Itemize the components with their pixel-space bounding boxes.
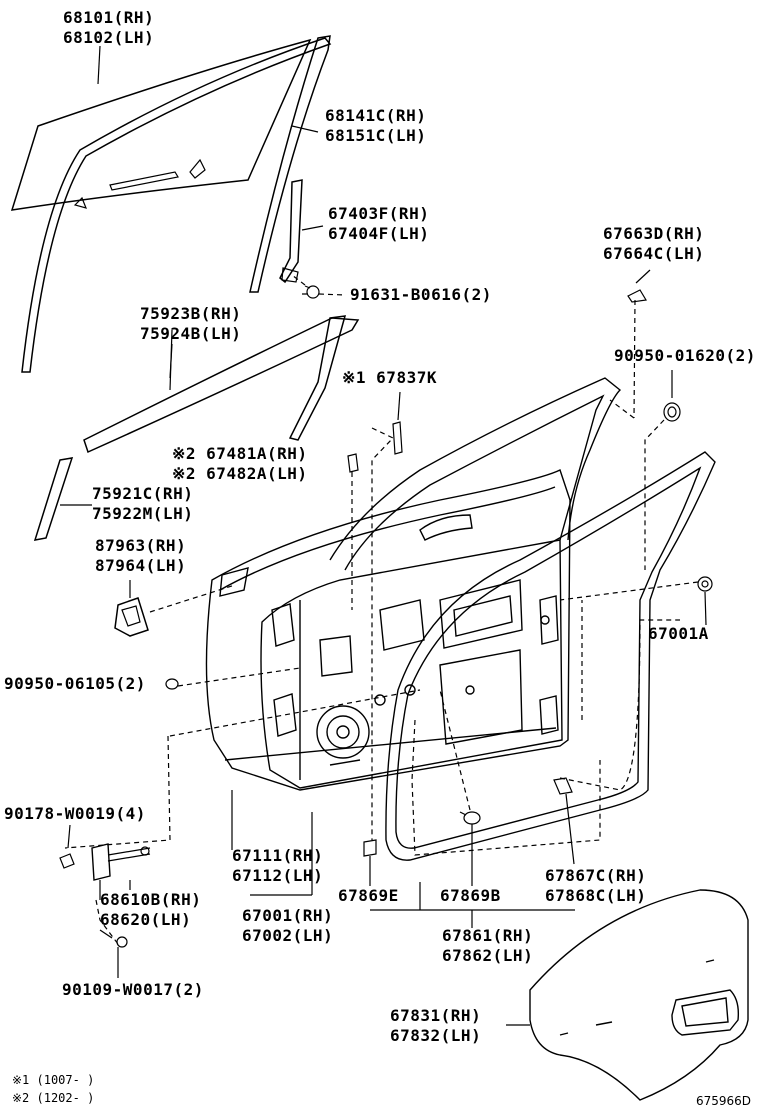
callout-seal-67481a-rh: ※2 67481A(RH) [172,444,308,463]
callout-check-lh: 68620(LH) [100,910,192,929]
clip-67869e-drawing [363,839,377,886]
callout-bolt-90109: 90109-W0017(2) [62,980,204,999]
protector-drawing [627,269,651,419]
bolt-90109-drawing [99,929,128,978]
callout-retainer-rh: 67867C(RH) [545,866,647,885]
callout-panel-sub-rh: 67111(RH) [232,846,324,865]
seal-67837k-drawing [371,391,403,840]
footnote-2: ※2 (1202- ) [12,1091,95,1105]
callout-run-channel-rh: 68141C(RH) [325,106,427,125]
callout-protector-lh: 67664C(LH) [603,244,705,263]
callout-check-rh: 68610B(RH) [100,890,202,909]
door-check-drawing [91,843,151,945]
callout-rear-channel-rh: 67403F(RH) [328,204,430,223]
hole-plug-drawing [609,370,681,570]
callout-frame-moulding-rh: 75923B(RH) [140,304,242,323]
callout-hole-plug: 90950-01620(2) [614,346,756,365]
seal-67481a-drawing [347,453,359,610]
callout-run-channel-lh: 68151C(LH) [325,126,427,145]
retainer-67867c-drawing [553,777,575,865]
callout-screw-91631: 91631-B0616(2) [350,285,492,304]
service-hole-cover-drawing [529,889,749,1101]
callout-belt-moulding-rh: 75921C(RH) [92,484,194,503]
door-panel-drawing [205,377,622,791]
clip-67869b-drawing [459,811,481,886]
callout-seal-67837k: ※1 67837K [342,368,437,387]
callout-service-cover-rh: 67831(RH) [390,1006,482,1025]
callout-glass-lh: 68102(LH) [63,28,155,47]
callout-bolt-90178: 90178-W0019(4) [4,804,146,823]
figure-id: 675966D [696,1094,752,1108]
callout-panel-assy-rh: 67001(RH) [242,906,334,925]
callout-weatherstrip-lh: 67862(LH) [442,946,534,965]
callout-mirror-cover-rh: 87963(RH) [95,536,187,555]
callout-service-cover-lh: 67832(LH) [390,1026,482,1045]
callout-panel-sub-lh: 67112(LH) [232,866,324,885]
footnote-1: ※1 (1007- ) [12,1073,95,1087]
callout-trim-clip: 90950-06105(2) [4,674,146,693]
callout-frame-moulding-lh: 75924B(LH) [140,324,242,343]
callout-belt-moulding-lh: 75922M(LH) [92,504,194,523]
door-glass-drawing [10,38,312,211]
callout-bolt-67001a: 67001A [648,624,709,643]
callout-mirror-cover-lh: 87964(LH) [95,556,187,575]
callout-rear-channel-lh: 67404F(LH) [328,224,430,243]
leader-dashes [64,600,680,856]
screw-91631-drawing [291,274,346,299]
weatherstrip-drawing [385,451,716,861]
bolt-67001a-drawing [559,576,713,626]
trim-clip-drawing [165,678,179,690]
callout-glass-rh: 68101(RH) [63,8,155,27]
leader-lines [97,45,575,1026]
bolt-90178-drawing [59,824,75,869]
rear-lower-channel-drawing [279,179,303,284]
callout-protector-rh: 67663D(RH) [603,224,705,243]
callout-clip-67869e: 67869E [338,886,399,905]
callout-retainer-lh: 67868C(LH) [545,886,647,905]
callout-weatherstrip-rh: 67861(RH) [442,926,534,945]
glass-run-channel-drawing [21,35,332,373]
callout-panel-assy-lh: 67002(LH) [242,926,334,945]
mirror-cover-drawing [114,580,236,637]
belt-moulding-drawing [33,457,92,541]
callout-clip-67869b: 67869B [440,886,501,905]
callout-seal-67482a-lh: ※2 67482A(LH) [172,464,308,483]
